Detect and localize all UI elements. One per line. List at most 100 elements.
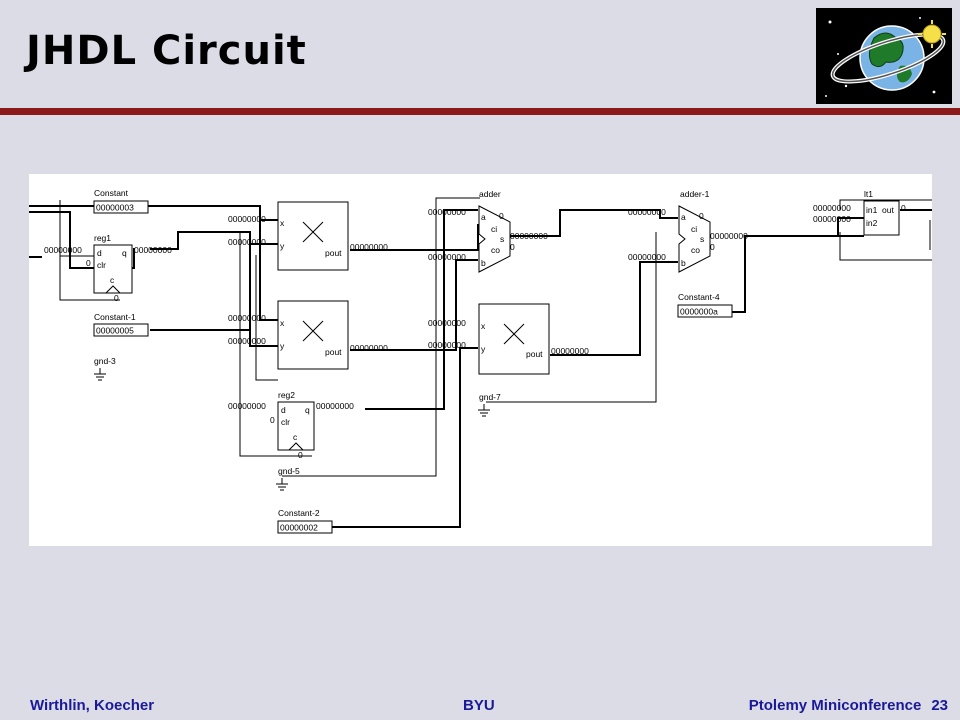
- mult1-y-value: 00000000: [228, 237, 266, 247]
- constant-value: 00000003: [96, 203, 134, 213]
- reg1-q-port: q: [122, 248, 127, 258]
- footer-event-name: Ptolemy Miniconference: [748, 697, 922, 714]
- constant-4-label: Constant-4: [678, 292, 720, 302]
- constant-1-block: Constant-1 00000005: [93, 312, 149, 337]
- adder-1-s-port: s: [700, 234, 704, 244]
- mult3-pout-value: 00000000: [551, 346, 589, 356]
- lt1-out-port: out: [882, 205, 894, 215]
- gnd-7-label: gnd-7: [479, 392, 501, 402]
- footer-event: Ptolemy Miniconference 23: [749, 697, 948, 714]
- register-reg2: reg2 00000000 d q clr 0 c 0 00000000: [228, 390, 354, 460]
- mult3-x-port: x: [481, 321, 486, 331]
- reg2-q-port: q: [305, 405, 310, 415]
- adder-a-port: a: [481, 212, 486, 222]
- lt1-in2-port: in2: [866, 218, 878, 228]
- reg1-out-value: 00000000: [134, 245, 172, 255]
- adder-1-a-value: 00000000: [628, 207, 666, 217]
- constant-label: Constant: [94, 188, 129, 198]
- adder-ci-port: ci: [491, 224, 497, 234]
- reg1-clr-value: 0: [86, 258, 91, 268]
- reg1-c-value: 0: [114, 293, 119, 303]
- adder-ci-value: 0: [499, 211, 504, 221]
- reg2-clr-value: 0: [270, 415, 275, 425]
- adder-b-value: 00000000: [428, 252, 466, 262]
- mult1-pout-port: pout: [325, 248, 342, 258]
- mult2-x-port: x: [280, 318, 285, 328]
- globe-logo: [816, 8, 952, 104]
- reg1-clr-port: clr: [97, 260, 106, 270]
- mult2-pout-port: pout: [325, 347, 342, 357]
- adder-name: adder: [479, 189, 501, 199]
- adder-1-b-port: b: [681, 258, 686, 268]
- ground-gnd-3: gnd-3: [94, 356, 116, 381]
- gnd-3-label: gnd-3: [94, 356, 116, 366]
- adder-1-name: adder-1: [680, 189, 710, 199]
- mult3-y-port: y: [481, 344, 486, 354]
- reg1-in-value: 00000000: [44, 245, 82, 255]
- lt1-in1-port: in1: [866, 205, 878, 215]
- mult2-y-port: y: [280, 341, 285, 351]
- reg2-c-value: 0: [298, 450, 303, 460]
- ground-gnd-7: gnd-7: [478, 392, 501, 417]
- adder-1-co-port: co: [691, 245, 700, 255]
- mult3-x-value: 00000000: [428, 318, 466, 328]
- adder-block: adder 00000000 00000000 a b ci s co 0 0 …: [428, 189, 548, 273]
- adder-1-block: adder-1 00000000 00000000 a b ci s co 0 …: [628, 189, 748, 273]
- slide-title: JHDL Circuit: [26, 28, 307, 74]
- mult1-pout-value: 00000000: [350, 242, 388, 252]
- mult1-x-value: 00000000: [228, 214, 266, 224]
- circuit-schematic: Constant 00000003 Constant-1 00000005 Co…: [29, 174, 932, 546]
- reg1-c-port: c: [110, 275, 115, 285]
- reg2-d-port: d: [281, 405, 286, 415]
- ground-gnd-5: gnd-5: [276, 466, 300, 491]
- mult1-y-port: y: [280, 241, 285, 251]
- mult2-pout-value: 00000000: [350, 343, 388, 353]
- reg1-name: reg1: [94, 233, 111, 243]
- mult1-x-port: x: [280, 218, 285, 228]
- mult2-x-value: 00000000: [228, 313, 266, 323]
- thin-wires: [59, 197, 932, 477]
- constant-1-value: 00000005: [96, 326, 134, 336]
- constant-4-value: 0000000a: [680, 307, 718, 317]
- reg2-out-value: 00000000: [316, 401, 354, 411]
- lt1-in1-value: 00000000: [813, 203, 851, 213]
- footer-institution: BYU: [463, 697, 495, 714]
- reg2-c-port: c: [293, 432, 298, 442]
- adder-1-ci-value: 0: [699, 211, 704, 221]
- footer-authors: Wirthlin, Koecher: [30, 697, 155, 714]
- multiplier-2: 00000000 00000000 x y pout 00000000: [228, 300, 388, 370]
- lt1-in2-value: 00000000: [813, 214, 851, 224]
- adder-1-ci-port: ci: [691, 224, 697, 234]
- constant-block: Constant 00000003: [93, 188, 149, 214]
- adder-b-port: b: [481, 258, 486, 268]
- gnd-5-label: gnd-5: [278, 466, 300, 476]
- adder-s-value: 00000000: [510, 231, 548, 241]
- constant-2-value: 00000002: [280, 523, 318, 533]
- multiplier-1: 00000000 00000000 x y pout 00000000: [228, 201, 388, 271]
- constant-2-block: Constant-2 00000002: [277, 508, 333, 534]
- adder-a-value: 00000000: [428, 207, 466, 217]
- adder-s-port: s: [500, 234, 504, 244]
- reg1-d-port: d: [97, 248, 102, 258]
- reg2-name: reg2: [278, 390, 295, 400]
- mult2-y-value: 00000000: [228, 336, 266, 346]
- multiplier-3: 00000000 00000000 x y pout 00000000: [428, 303, 589, 375]
- adder-1-a-port: a: [681, 212, 686, 222]
- adder-1-s-value: 00000000: [710, 231, 748, 241]
- lt1-name: lt1: [864, 189, 873, 199]
- wires: [29, 205, 932, 528]
- register-reg1: reg1 00000000 d q clr 0 c 0 00000000: [44, 233, 172, 303]
- comparator-lt1: lt1 00000000 00000000 in1 out in2 0: [813, 189, 906, 236]
- reg2-in-value: 00000000: [228, 401, 266, 411]
- mult3-pout-port: pout: [526, 349, 543, 359]
- adder-1-co-value: 0: [710, 242, 715, 252]
- lt1-out-value: 0: [901, 203, 906, 213]
- reg2-clr-port: clr: [281, 417, 290, 427]
- constant-4-block: Constant-4 0000000a: [677, 292, 733, 318]
- mult3-y-value: 00000000: [428, 340, 466, 350]
- constant-1-label: Constant-1: [94, 312, 136, 322]
- constant-2-label: Constant-2: [278, 508, 320, 518]
- adder-co-port: co: [491, 245, 500, 255]
- adder-co-value: 0: [510, 242, 515, 252]
- page-number: 23: [931, 697, 948, 714]
